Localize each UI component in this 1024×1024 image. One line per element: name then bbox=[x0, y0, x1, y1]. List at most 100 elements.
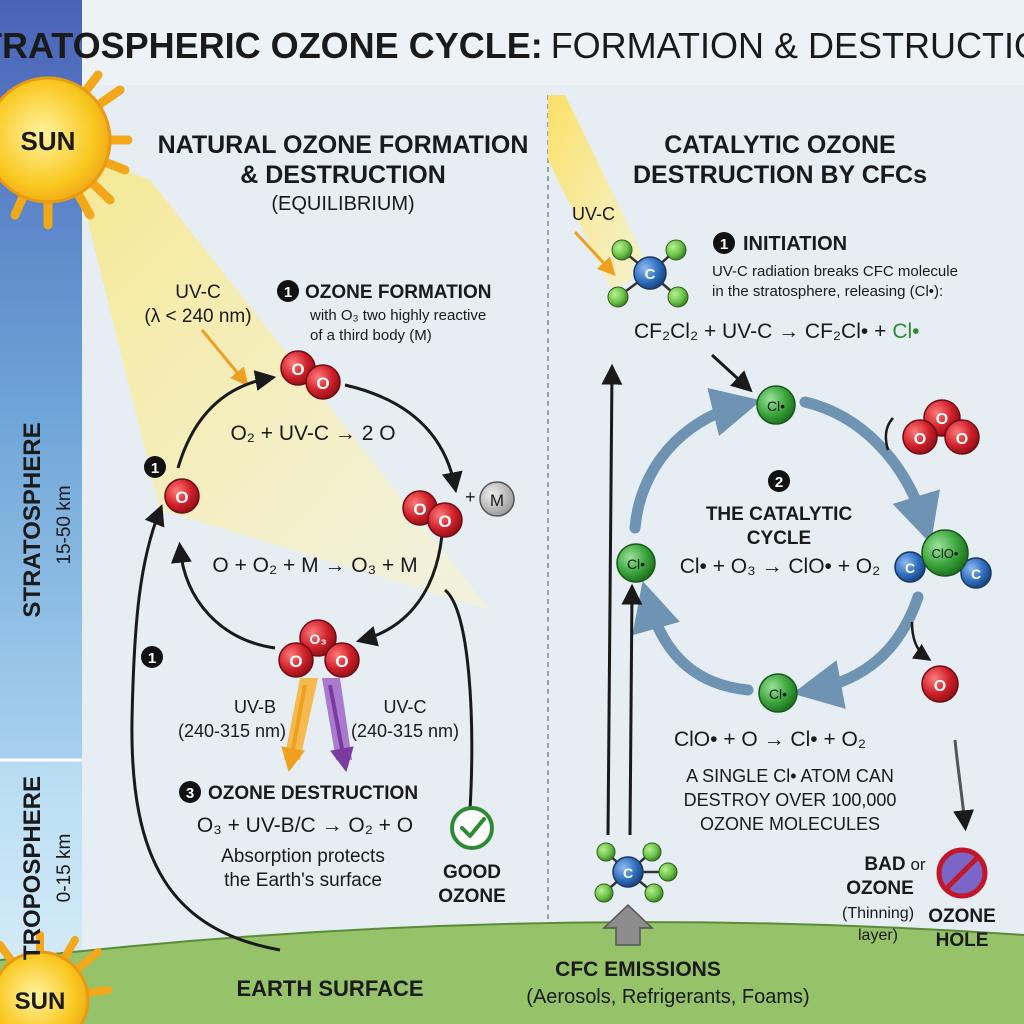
step1-badge bbox=[277, 280, 299, 302]
atom-label: Cl• bbox=[767, 398, 785, 414]
sun-label-top: SUN bbox=[21, 126, 76, 156]
atom-label: O bbox=[413, 500, 426, 519]
third-body-m bbox=[479, 481, 515, 517]
sun-top: SUN bbox=[0, 70, 133, 230]
initiation-title: INITIATION bbox=[743, 233, 847, 255]
ozone-molecule: O₃ O O bbox=[278, 619, 360, 678]
uvb-arrow bbox=[281, 684, 307, 773]
left-heading-line1: NATURAL OZONE FORMATION bbox=[158, 131, 529, 159]
troposphere-label: TROPOSPHERE bbox=[19, 776, 46, 960]
cycle-title-line2: CYCLE bbox=[747, 528, 811, 549]
oxygen-atom bbox=[278, 642, 314, 678]
chlorine-atom bbox=[921, 529, 969, 577]
cycle-title-line1: THE CATALYTIC bbox=[706, 504, 853, 525]
step3-number: 3 bbox=[186, 785, 194, 802]
atom-label: Cl• bbox=[769, 686, 787, 702]
cycle-number: 2 bbox=[775, 474, 783, 491]
atom-label: O bbox=[438, 512, 451, 531]
bad-ozone-line1: BAD bbox=[864, 854, 905, 875]
cycle-arrow-cl-to-o3 bbox=[799, 396, 940, 544]
atom-label: Cl• bbox=[627, 556, 645, 572]
uvc-absorb-label: UV-C bbox=[383, 697, 426, 717]
oxygen-atom-free bbox=[164, 478, 200, 514]
fluorine-atom bbox=[644, 883, 664, 903]
good-ozone-line2: OZONE bbox=[438, 886, 506, 907]
atom-label: O bbox=[291, 360, 304, 379]
surface-feedback-arrow bbox=[130, 504, 281, 952]
cfc-molecule-top: C bbox=[607, 239, 689, 308]
oxygen-atom bbox=[299, 619, 337, 657]
step3-desc-line2: the Earth's surface bbox=[224, 870, 382, 891]
main-title: STRATOSPHERIC OZONE CYCLE:FORMATION & DE… bbox=[0, 25, 1024, 66]
ozone-hole-line2: HOLE bbox=[936, 930, 989, 951]
cycle-badge bbox=[768, 470, 790, 492]
fluorine-atom bbox=[667, 286, 689, 308]
step1-desc-line2: of a third body (M) bbox=[310, 327, 432, 344]
oxygen-atom bbox=[305, 364, 341, 400]
equation-photodissociation: O₂ + UV-C → 2 O bbox=[230, 422, 395, 445]
stratosphere-label: STRATOSPHERE bbox=[19, 422, 46, 617]
oxygen-atom bbox=[944, 419, 980, 455]
sun-disc bbox=[0, 76, 112, 204]
step1-desc-line1: with O₃ two highly reactive bbox=[309, 307, 486, 324]
left-heading-line2: & DESTRUCTION bbox=[240, 161, 446, 189]
fluorine-atom bbox=[642, 842, 662, 862]
thinning-line1: (Thinning) bbox=[842, 905, 914, 922]
equation-initiation-cl: Cl• bbox=[892, 320, 919, 343]
troposphere-range: 0-15 km bbox=[54, 834, 75, 903]
fluorine-atom bbox=[611, 239, 633, 261]
oxygen-atom bbox=[324, 642, 360, 678]
ground-edge bbox=[0, 921, 1024, 961]
cfc-rise-arrow-2 bbox=[621, 583, 643, 836]
left-uvc-label: UV-C bbox=[175, 282, 220, 303]
right-heading-line2: DESTRUCTION BY CFCs bbox=[633, 161, 927, 189]
atom-label: C bbox=[905, 560, 915, 576]
marker-badge bbox=[141, 646, 163, 668]
initiation-desc-line1: UV-C radiation breaks CFC molecule bbox=[712, 263, 958, 280]
o2-plus-m: O O + M bbox=[402, 481, 515, 538]
cfc-sources-label: (Aerosols, Refrigerants, Foams) bbox=[526, 986, 809, 1008]
sun-bottom: SUN bbox=[0, 931, 112, 1024]
left-heading-line3: (EQUILIBRIUM) bbox=[271, 193, 414, 215]
initiation-number: 1 bbox=[720, 236, 728, 253]
atom-label: C bbox=[623, 865, 633, 881]
uvc-arrow-right bbox=[573, 230, 616, 276]
thinning-arrow bbox=[953, 739, 974, 832]
marker-badge bbox=[144, 456, 166, 478]
atom-label: O bbox=[956, 431, 968, 448]
clo-molecule: ClO• C C bbox=[894, 529, 992, 589]
sun-label-bottom: SUN bbox=[15, 988, 66, 1015]
atom-label: ClO• bbox=[932, 546, 959, 561]
sun-disc-bottom bbox=[0, 950, 90, 1024]
chlorine-atom-top bbox=[756, 385, 796, 425]
fluorine-atom bbox=[596, 842, 616, 862]
note-line3: OZONE MOLECULES bbox=[700, 814, 880, 834]
carbon-atom bbox=[612, 856, 644, 888]
equation-cl-attack: Cl• + O₃ → ClO• + O₂ bbox=[680, 555, 881, 578]
chlorine-atom-bottom bbox=[758, 673, 798, 713]
cfc-molecule-bottom: C bbox=[594, 842, 678, 903]
equation-initiation: CF₂Cl₂ + UV-C → CF₂Cl• +Cl• bbox=[634, 320, 920, 343]
carbon-atom bbox=[960, 557, 992, 589]
good-ozone-badge: GOOD OZONE bbox=[438, 806, 506, 907]
carbon-atom bbox=[633, 256, 667, 290]
atom-label: O₃ bbox=[309, 631, 326, 647]
thinning-line2: layer) bbox=[858, 927, 898, 944]
step1-number: 1 bbox=[284, 284, 292, 301]
step3-desc-line1: Absorption protects bbox=[221, 846, 385, 867]
atom-label: O bbox=[289, 652, 302, 671]
ozone-molecule-right: O O O bbox=[884, 399, 980, 455]
right-uvc-label: UV-C bbox=[572, 204, 615, 224]
fluorine-atom bbox=[594, 883, 614, 903]
atom-label: O bbox=[175, 488, 188, 507]
atom-label: O bbox=[335, 652, 348, 671]
cycle-arrow-recombination bbox=[344, 383, 463, 494]
title-bold: STRATOSPHERIC OZONE CYCLE: bbox=[0, 25, 543, 66]
third-body-label: M bbox=[490, 491, 504, 510]
fluorine-atom bbox=[665, 239, 687, 261]
oxygen-atom-released bbox=[921, 665, 959, 703]
bad-ozone-line2: OZONE bbox=[846, 878, 914, 899]
cycle-arrow-clo-to-bottom bbox=[792, 591, 924, 709]
